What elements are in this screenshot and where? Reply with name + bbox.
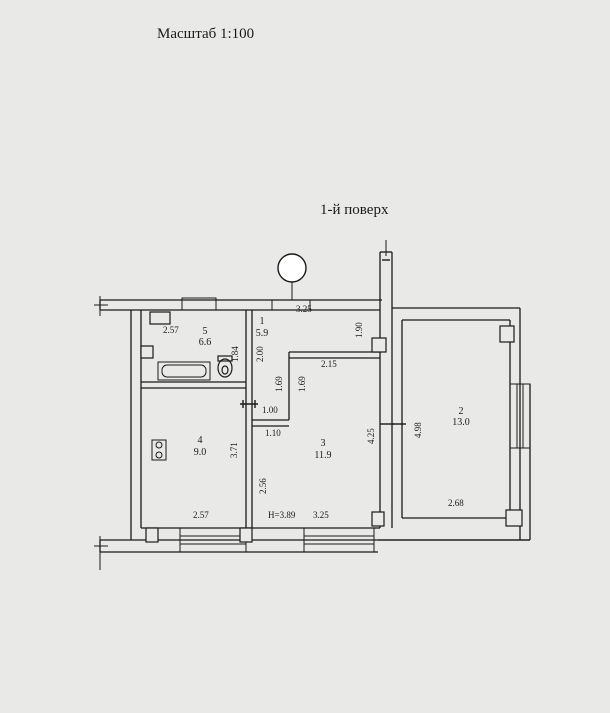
- room-area: 9.0: [194, 447, 207, 458]
- dimension-label: 1.69: [297, 376, 307, 392]
- room-number: 4: [198, 435, 203, 446]
- room-area: 5.9: [256, 328, 269, 339]
- dimension-label: 4.98: [413, 422, 423, 438]
- dimension-labels: 3.25 2.57 2.15 1.00 1.10 2.57 Н=3.89 3.2…: [163, 304, 464, 520]
- dimension-label: 1.00: [262, 405, 278, 415]
- dimension-label: 2.57: [163, 325, 179, 335]
- toilet-icon: [217, 355, 233, 378]
- bathtub-icon: [157, 361, 211, 381]
- walls: [99, 251, 531, 553]
- dimension-label: 3.25: [313, 510, 329, 520]
- dimension-label: 1.84: [230, 346, 240, 362]
- door-ticks: [240, 259, 406, 425]
- room-number: 2: [459, 406, 464, 417]
- riser-marker: [277, 253, 307, 283]
- room-number: 3: [321, 438, 326, 449]
- dimension-label: 2.68: [448, 498, 464, 508]
- stove-icon: [151, 439, 167, 461]
- dimension-label: 2.56: [258, 478, 268, 494]
- dimension-label: 4.25: [366, 428, 376, 444]
- vertical-dimension-labels: 1.84 2.00 1.90 1.69 1.69 3.71 2.56 4.25 …: [229, 322, 423, 494]
- dimension-label: 3.71: [229, 442, 239, 458]
- room-area: 13.0: [452, 417, 470, 428]
- room-area: 11.9: [314, 450, 331, 461]
- room-labels: 5 6.6 1 5.9 4 9.0 3 11.9 2 13.0: [194, 316, 470, 461]
- axis-marks: [94, 240, 387, 570]
- dimension-label: 1.69: [274, 376, 284, 392]
- dimension-label: 3.25: [296, 304, 312, 314]
- dimension-label: 1.90: [354, 322, 364, 338]
- dimension-label: 2.15: [321, 359, 337, 369]
- room-number: 1: [260, 316, 265, 327]
- scale-label: Масштаб 1:100: [157, 26, 254, 42]
- floor-label: 1-й поверх: [320, 202, 389, 218]
- dimension-label: 1.10: [265, 428, 281, 438]
- columns: [140, 311, 523, 543]
- dimension-label: 2.00: [255, 346, 265, 362]
- room-area: 6.6: [199, 337, 212, 348]
- room-number: 5: [203, 326, 208, 337]
- dimension-label: Н=3.89: [268, 510, 296, 520]
- dimension-label: 2.57: [193, 510, 209, 520]
